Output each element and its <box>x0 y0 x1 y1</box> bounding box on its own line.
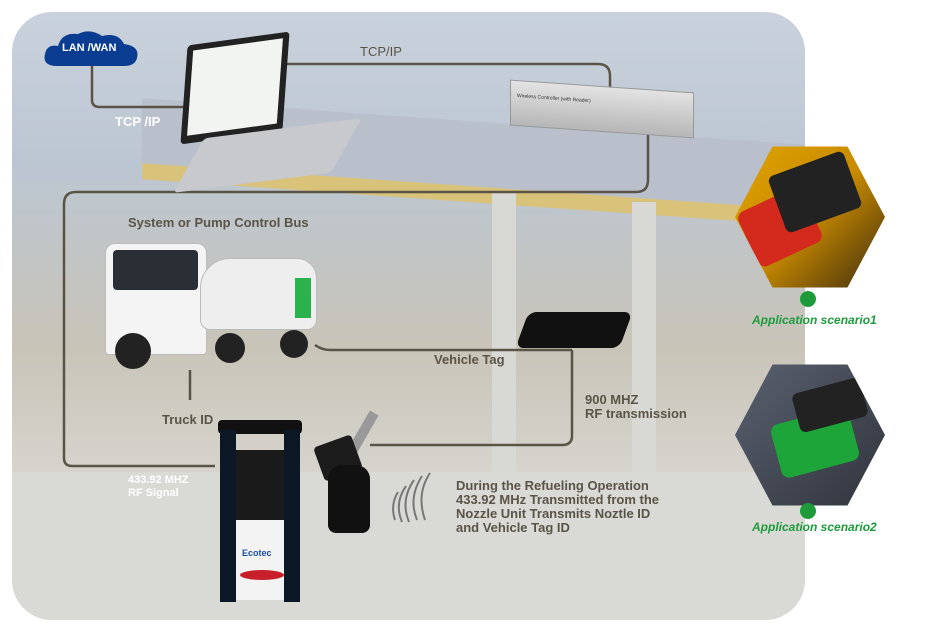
scenario1-marker <box>800 291 816 307</box>
bus-label: System or Pump Control Bus <box>128 215 309 230</box>
rf900-label-1: 900 MHZ <box>585 392 639 407</box>
truck-image <box>105 238 320 378</box>
desc-line: 433.92 MHz Transmitted from the <box>456 492 659 507</box>
scenario1-image <box>735 146 885 288</box>
rf-waves-icon <box>392 472 431 523</box>
tcpip-label: TCP/IP <box>360 44 402 59</box>
desc-line: and Vehicle Tag ID <box>456 520 570 535</box>
ground <box>12 472 805 620</box>
laptop-image <box>173 28 362 193</box>
scenario1-label: Application scenario1 <box>752 313 877 327</box>
scenario2-image <box>735 364 885 506</box>
controller-label: Wireless Controller (with Reader) <box>517 93 591 105</box>
cloud-label: LAN /WAN <box>62 42 117 54</box>
desc-line: Nozzle Unit Transmits Noztle ID <box>456 506 651 521</box>
cloud-icon <box>44 31 138 66</box>
control-bus <box>62 130 650 468</box>
dispenser-brand: Ecotec <box>242 548 272 558</box>
wan-link <box>90 60 185 109</box>
nozzle-image <box>313 410 398 535</box>
pillar <box>492 192 516 492</box>
rf900-label-2: RF transmission <box>585 406 687 421</box>
rf433-label-2: RF Signal <box>128 487 179 499</box>
truck-id-label: Truck ID <box>162 412 214 427</box>
pillar <box>632 202 656 492</box>
vehicle-tag-device <box>515 312 633 348</box>
rf900-link <box>370 350 574 447</box>
tcpip-link <box>285 62 612 90</box>
tcpip-label-left: TCP /IP <box>115 114 161 129</box>
vehicle-tag-label: Vehicle Tag <box>434 352 505 367</box>
scenario2-label: Application scenario2 <box>752 520 877 534</box>
rf433-label-1: 433.92 MHZ <box>128 474 189 486</box>
fuel-dispenser-image: Ecotec <box>218 420 302 602</box>
desc-line: During the Refueling Operation <box>456 478 649 493</box>
scenario2-marker <box>800 503 816 519</box>
truck-tag-link <box>314 343 572 352</box>
